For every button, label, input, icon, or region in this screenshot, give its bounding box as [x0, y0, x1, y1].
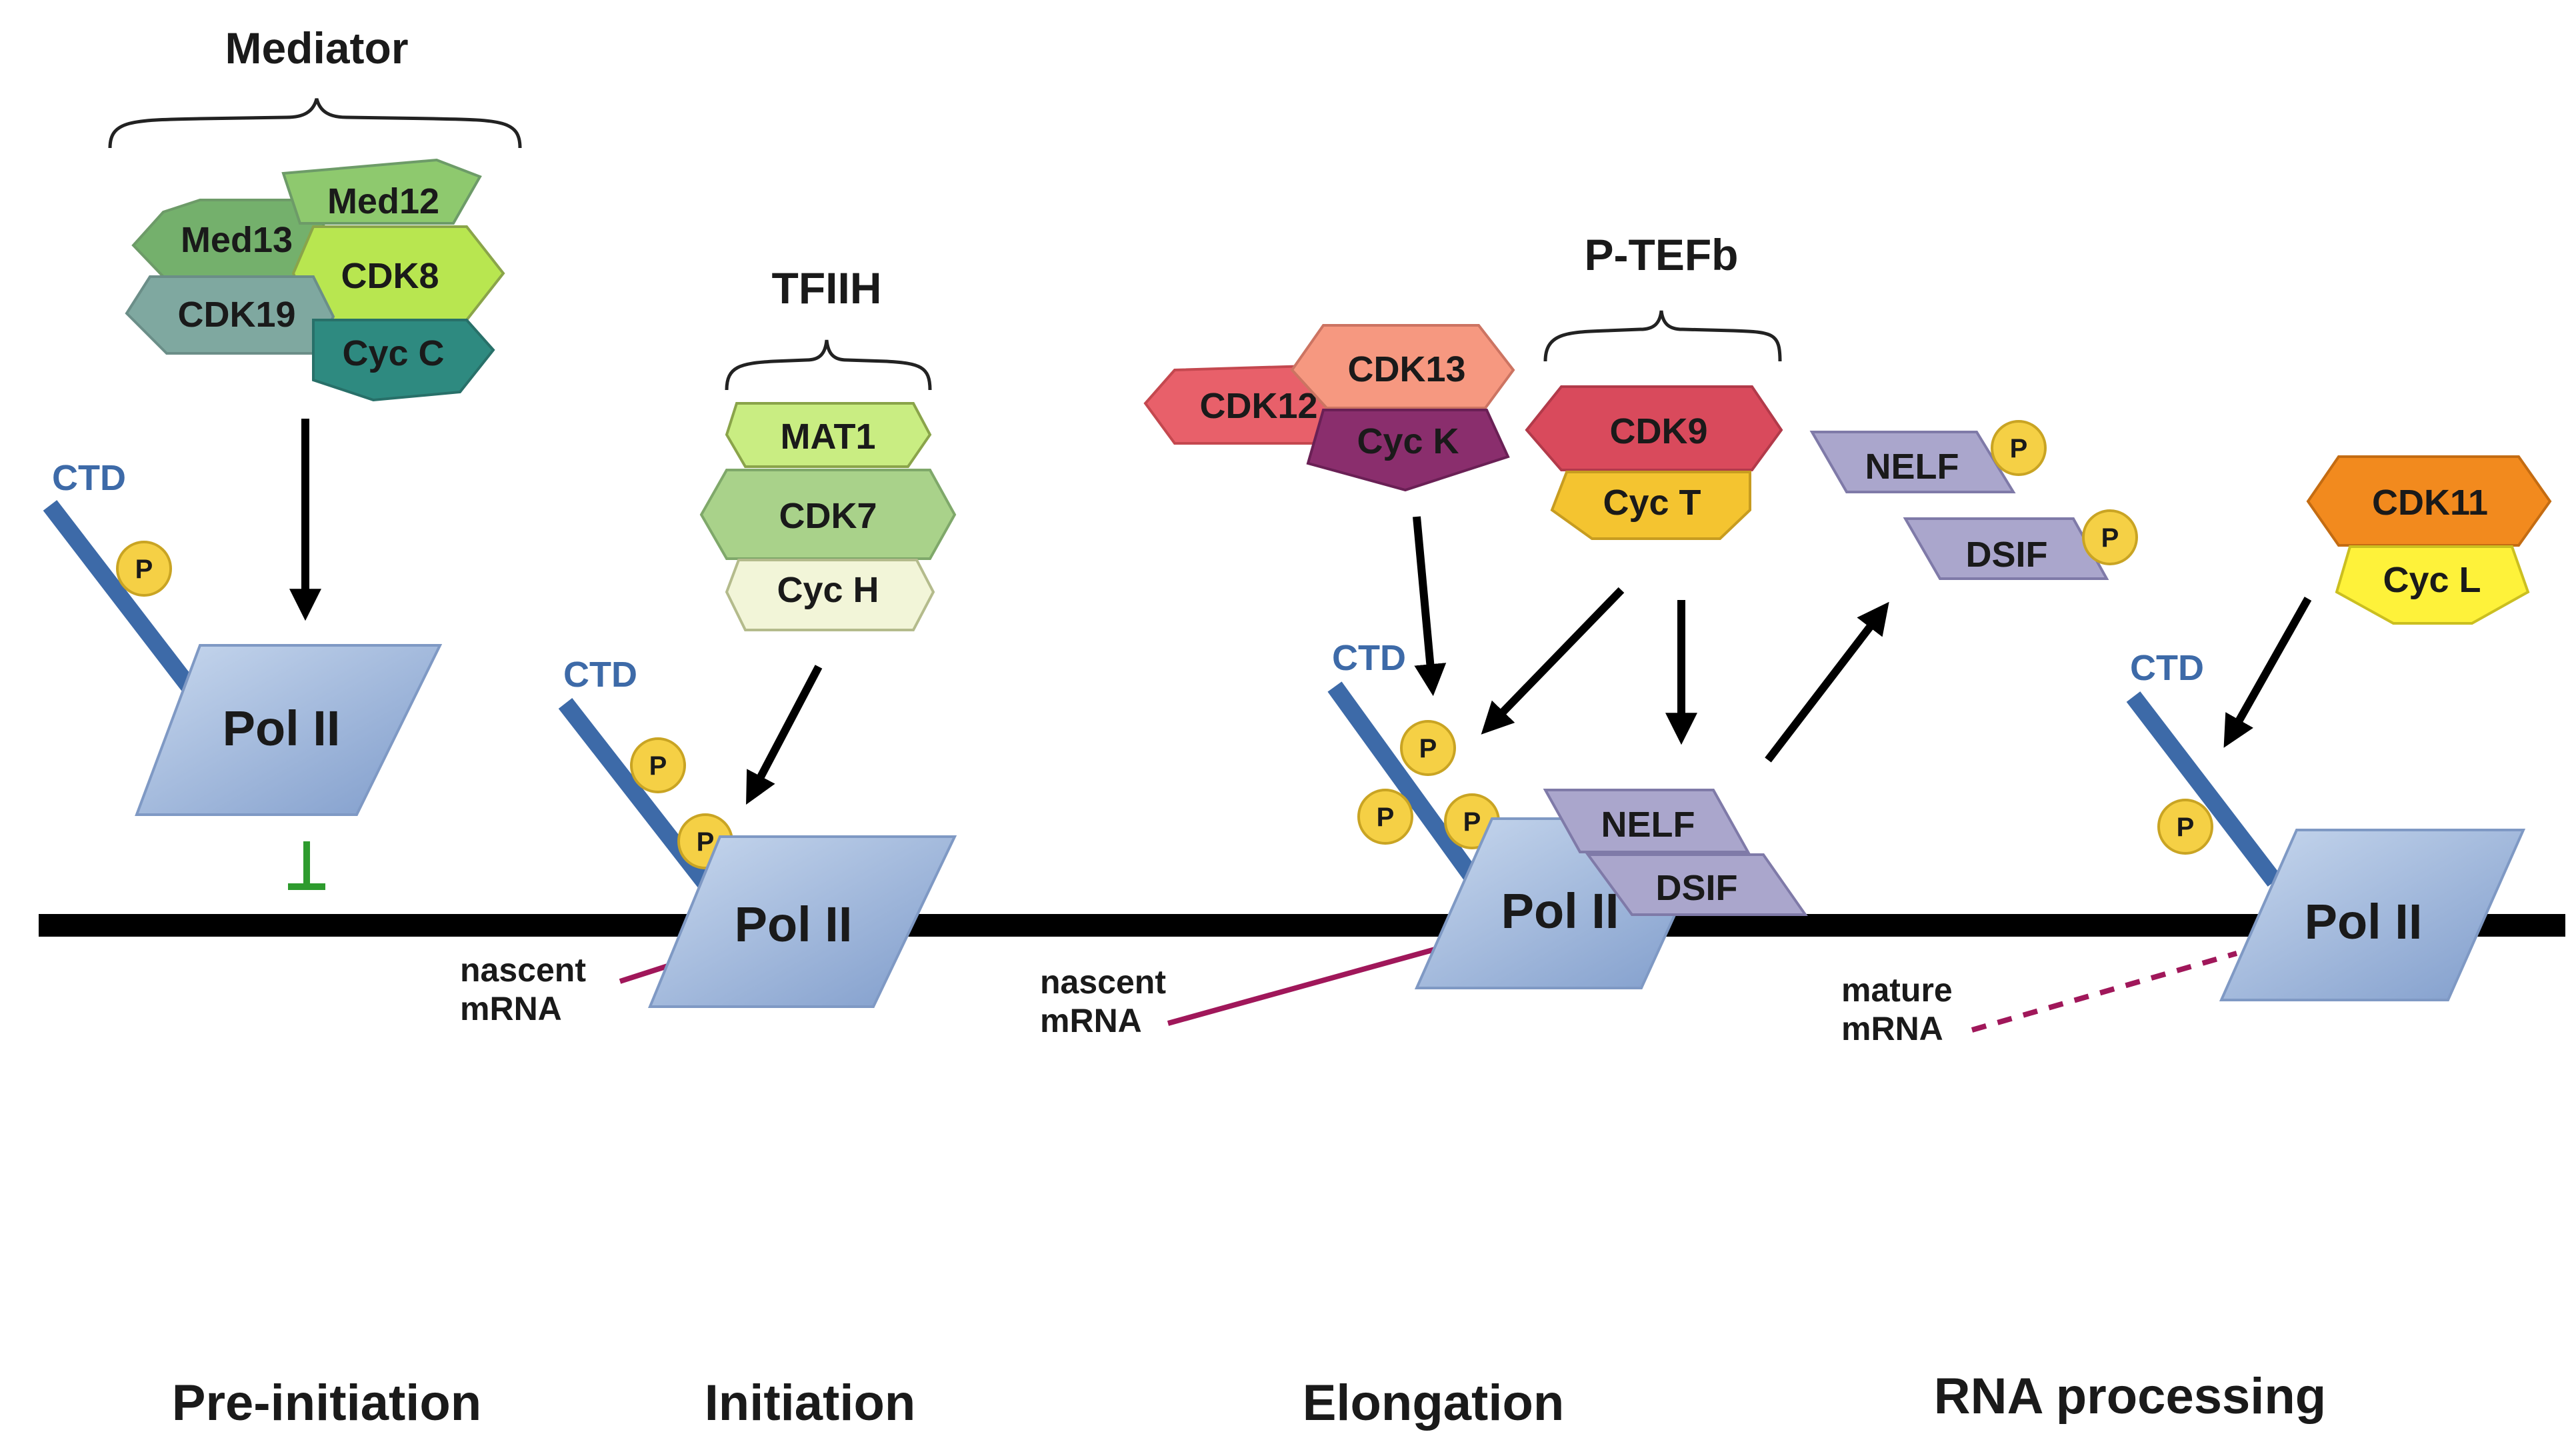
- cych-shape: [725, 559, 935, 631]
- phospho-3b: [1357, 789, 1413, 845]
- cyck-shape: [1306, 409, 1510, 492]
- mediator-complex: Med13 Med12 CDK8 CDK19 Cyc C: [125, 158, 505, 402]
- phospho-2a: [630, 737, 686, 793]
- dsif-released-label: DSIF: [1965, 535, 2047, 575]
- dsif-bound-shape: [1585, 853, 1808, 916]
- phospho-label-1a: P: [135, 555, 153, 584]
- release-arrow: [1765, 601, 1889, 763]
- nelf-released-shape: [1809, 431, 2016, 493]
- ctd-tail-4: [2126, 691, 2282, 887]
- cdk7-shape: [699, 469, 957, 560]
- phospho-label-dsif: P: [2101, 523, 2119, 553]
- stage-initiation: Initiation: [705, 1375, 916, 1431]
- mature-mrna: [1971, 951, 2238, 1033]
- ctd-label-2: CTD: [563, 655, 637, 695]
- phospho-label-nelf: P: [2010, 434, 2028, 463]
- cdk11-arrow: [2223, 597, 2312, 748]
- pol-ii-preinitiation: [135, 644, 443, 816]
- nelf-bound-shape: [1543, 789, 1751, 853]
- ptefb-title: P-TEFb: [1585, 230, 1739, 279]
- phospho-nelf: [1991, 420, 2047, 476]
- ctd-tail-3: [1327, 681, 1479, 882]
- pol-ii-label-1: Pol II: [223, 701, 341, 756]
- mediator-brace: [108, 98, 522, 149]
- ptefb-brace: [1543, 310, 1782, 362]
- dsif-released-shape: [1903, 517, 2109, 580]
- cdk7-label: CDK7: [779, 496, 877, 536]
- med12-label: Med12: [327, 181, 439, 221]
- ctd-tail-1: [43, 500, 201, 697]
- cycl-shape: [2335, 545, 2530, 625]
- ctd-label-4: CTD: [2130, 648, 2204, 688]
- nascent-mrna-2: [1167, 941, 1458, 1026]
- cych-label: Cyc H: [777, 570, 879, 610]
- cdk8-label: CDK8: [341, 256, 439, 296]
- nelf-released-label: NELF: [1865, 447, 1959, 487]
- nascent-mrna-label-1b: mRNA: [460, 990, 562, 1027]
- mature-mrna-label-a: mature: [1841, 971, 1953, 1009]
- phospho-3a: [1400, 720, 1456, 776]
- med13-label: Med13: [181, 220, 293, 260]
- nelf-bound-label: NELF: [1601, 805, 1695, 845]
- phospho-1a: [116, 541, 172, 597]
- cdk11-shape: [2306, 455, 2552, 547]
- nascent-mrna-label-2b: mRNA: [1040, 1002, 1142, 1039]
- cdk19-label: CDK19: [177, 295, 295, 335]
- tfiih-brace: [725, 339, 932, 391]
- ptefb-complex: CDK9 Cyc T: [1525, 385, 1783, 540]
- mature-mrna-label-b: mRNA: [1841, 1010, 1943, 1047]
- stage-elongation: Elongation: [1303, 1375, 1565, 1431]
- tfiih-complex: MAT1 CDK7 Cyc H: [699, 402, 957, 631]
- cycc-label: Cyc C: [342, 333, 444, 373]
- released-factors: NELF P DSIF P: [1809, 420, 2138, 580]
- phospho-4a: [2157, 799, 2213, 855]
- cycc-shape: [312, 319, 495, 402]
- ctd-label-3: CTD: [1332, 638, 1406, 678]
- cyck-label: Cyc K: [1357, 421, 1459, 461]
- dna-strand: [39, 914, 2565, 937]
- tfiih-arrow: [746, 665, 823, 805]
- phospho-label-2a: P: [649, 751, 667, 781]
- pol-ii-label-4: Pol II: [2305, 894, 2423, 949]
- med12-shape: [281, 158, 482, 225]
- tfiih-title: TFIIH: [772, 263, 882, 313]
- cdk12-13-complex: CDK12 CDK13 Cyc K: [1143, 324, 1515, 492]
- stage-preinitiation: Pre-initiation: [172, 1375, 481, 1431]
- phospho-label-4a: P: [2177, 813, 2195, 842]
- nascent-mrna-label-1a: nascent: [460, 951, 586, 989]
- mediator-title: Mediator: [225, 23, 408, 73]
- cdk9-arrow-ctd: [1481, 587, 1625, 735]
- mat1-shape: [725, 402, 932, 468]
- cyct-label: Cyc T: [1603, 483, 1701, 523]
- cdk13-label: CDK13: [1347, 349, 1465, 389]
- dsif-bound-label: DSIF: [1655, 868, 1737, 908]
- cdk13-shape: [1290, 324, 1515, 409]
- pol-ii-processing: [2219, 829, 2526, 1001]
- pol-ii-label-3: Pol II: [1501, 883, 1619, 939]
- phospho-label-3a: P: [1419, 734, 1437, 763]
- cycl-label: Cyc L: [2383, 560, 2481, 600]
- phospho-label-3b: P: [1377, 803, 1395, 832]
- nascent-mrna-label-2a: nascent: [1040, 963, 1166, 1001]
- cdk9-label: CDK9: [1609, 411, 1707, 451]
- stage-rna-processing: RNA processing: [1934, 1368, 2326, 1425]
- ctd-label-1: CTD: [52, 458, 126, 498]
- phospho-label-2b: P: [697, 827, 715, 857]
- cdk11-complex: CDK11 Cyc L: [2306, 455, 2552, 625]
- cdk9-shape: [1525, 385, 1783, 471]
- phospho-dsif: [2082, 509, 2138, 565]
- mat1-label: MAT1: [781, 417, 876, 457]
- cdk11-label: CDK11: [2372, 483, 2488, 523]
- pol-ii-initiation: [648, 835, 957, 1008]
- cyct-shape: [1550, 471, 1751, 540]
- pol-ii-label-2: Pol II: [735, 897, 853, 952]
- cdk12-label: CDK12: [1199, 386, 1317, 426]
- cdk12-arrow: [1413, 516, 1447, 697]
- phospho-label-3c: P: [1463, 807, 1481, 837]
- inhibition-symbol: [288, 841, 325, 890]
